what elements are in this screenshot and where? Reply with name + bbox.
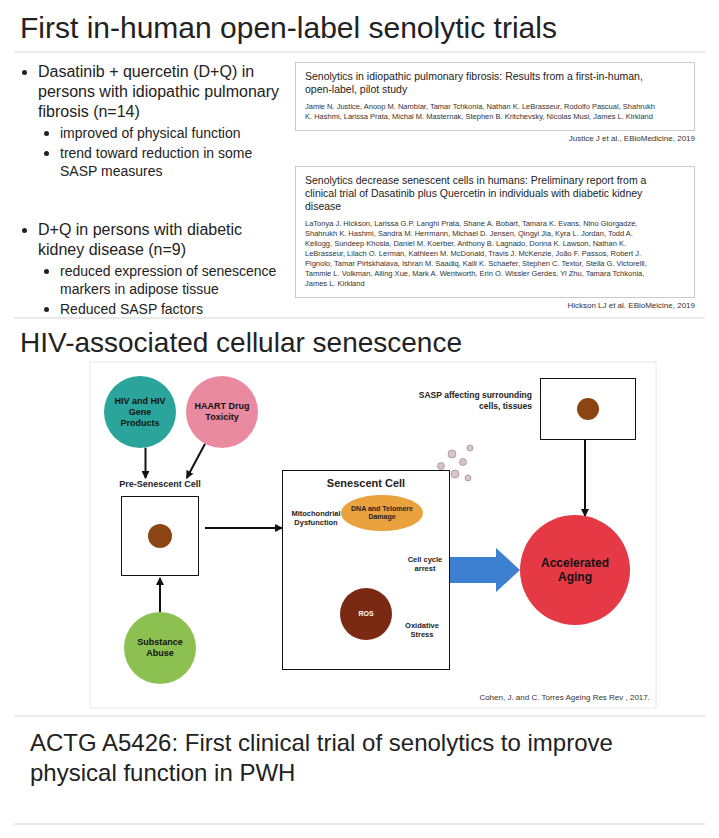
bullet-text: improved of physical function [60, 124, 288, 142]
citation-box: Senolytics decrease senescent cells in h… [295, 166, 695, 298]
nucleus-dot [148, 524, 172, 548]
process-label: Oxidative Stress [395, 621, 449, 639]
arrow-connector [159, 578, 161, 612]
bullet-item: trend toward reduction in some SASP meas… [42, 144, 288, 180]
bullet-item: reduced expression of senescence markers… [42, 262, 288, 298]
block-arrow [450, 548, 520, 592]
circle-text: Substance Abuse [124, 637, 196, 659]
circle-text: HAART Drug Toxicity [186, 401, 258, 423]
bullet-text: trend toward reduction in some SASP meas… [60, 144, 288, 180]
note-text: Justice J et al., EBioMedicine, 2019 [300, 134, 695, 144]
cell-outline [121, 496, 199, 576]
rule-line [14, 52, 705, 53]
note-text: ACTG A5426: First clinical trial of seno… [30, 728, 680, 788]
senescent-cell-box: Senescent CellMitochondrial DysfunctionD… [282, 470, 450, 670]
arrow-connector [145, 448, 147, 478]
cell-outline [540, 378, 636, 440]
bullet-dot [22, 228, 27, 233]
circle-text: HIV and HIV Gene Products [104, 396, 176, 429]
bullet-dot [22, 70, 27, 75]
factor-circle: HAART Drug Toxicity [186, 376, 258, 448]
bullet-dot [44, 269, 49, 274]
process-label: Cell cycle arrest [401, 555, 449, 573]
cell-label: Senescent Cell [283, 471, 449, 490]
blob-text: ROS [348, 610, 383, 619]
note-text: Cohen, J. and C. Torres Ageing Res Rev ,… [430, 693, 650, 703]
damage-blob: DNA and Telomere Damage [341, 495, 423, 531]
bullet-item: improved of physical function [42, 124, 288, 142]
cell-box: Pre-Senescent Cell [115, 478, 205, 578]
factor-circle: HIV and HIV Gene Products [104, 376, 176, 448]
process-text: Cell cycle arrest [401, 555, 449, 573]
rule-line [14, 318, 705, 319]
cell-label: Pre-Senescent Cell [115, 478, 205, 490]
process-label: Mitochondrial Dysfunction [287, 509, 345, 527]
process-text: Mitochondrial Dysfunction [287, 509, 345, 527]
nucleus-dot [577, 398, 599, 420]
slide-title: First in-human open-label senolytic tria… [20, 10, 557, 46]
process-text: Oxidative Stress [395, 621, 449, 639]
cell-label: SASP affecting surrounding cells, tissue… [396, 390, 532, 412]
paper-title: Senolytics in idiopathic pulmonary fibro… [305, 70, 656, 96]
blob-text: DNA and Telomere Damage [341, 505, 423, 522]
circle-text: Accelerated Aging [520, 556, 630, 584]
paper-authors: LaTonya J. Hickson, Larissa G.P. Langhi … [305, 219, 656, 289]
paper-authors: Jamie N. Justice, Anoop M. Nambiar, Tama… [305, 102, 656, 122]
bullet-dot [44, 131, 49, 136]
arrow-connector [205, 527, 282, 529]
citation-box: Senolytics in idiopathic pulmonary fibro… [295, 62, 695, 131]
rule-line [14, 824, 705, 825]
bullet-dot [44, 151, 49, 156]
arrow-connector [584, 440, 586, 516]
paper-title: Senolytics decrease senescent cells in h… [305, 174, 656, 213]
bullet-text: Dasatinib + quercetin (D+Q) in persons w… [38, 62, 288, 122]
note-text: HIV-associated cellular senescence [20, 326, 462, 360]
bullet-item: D+Q in persons with diabetic kidney dise… [20, 220, 288, 260]
sasp-box: SASP affecting surrounding cells, tissue… [396, 378, 638, 440]
bullet-text: D+Q in persons with diabetic kidney dise… [38, 220, 288, 260]
ros-circle: ROS [340, 588, 392, 640]
arrow-connector [187, 444, 205, 478]
factor-circle: Accelerated Aging [520, 515, 630, 625]
factor-circle: Substance Abuse [124, 612, 196, 684]
bullet-text: reduced expression of senescence markers… [60, 262, 288, 298]
bullet-list: Dasatinib + quercetin (D+Q) in persons w… [20, 62, 288, 318]
bullet-dot [44, 307, 49, 312]
bullet-text: Reduced SASP factors [60, 300, 288, 318]
note-text: Hickson LJ et al. EBioMeicine, 2019 [300, 301, 695, 311]
figure-frame [90, 362, 656, 708]
bullet-item: Dasatinib + quercetin (D+Q) in persons w… [20, 62, 288, 122]
rule-line [14, 716, 705, 717]
bullet-item: Reduced SASP factors [42, 300, 288, 318]
